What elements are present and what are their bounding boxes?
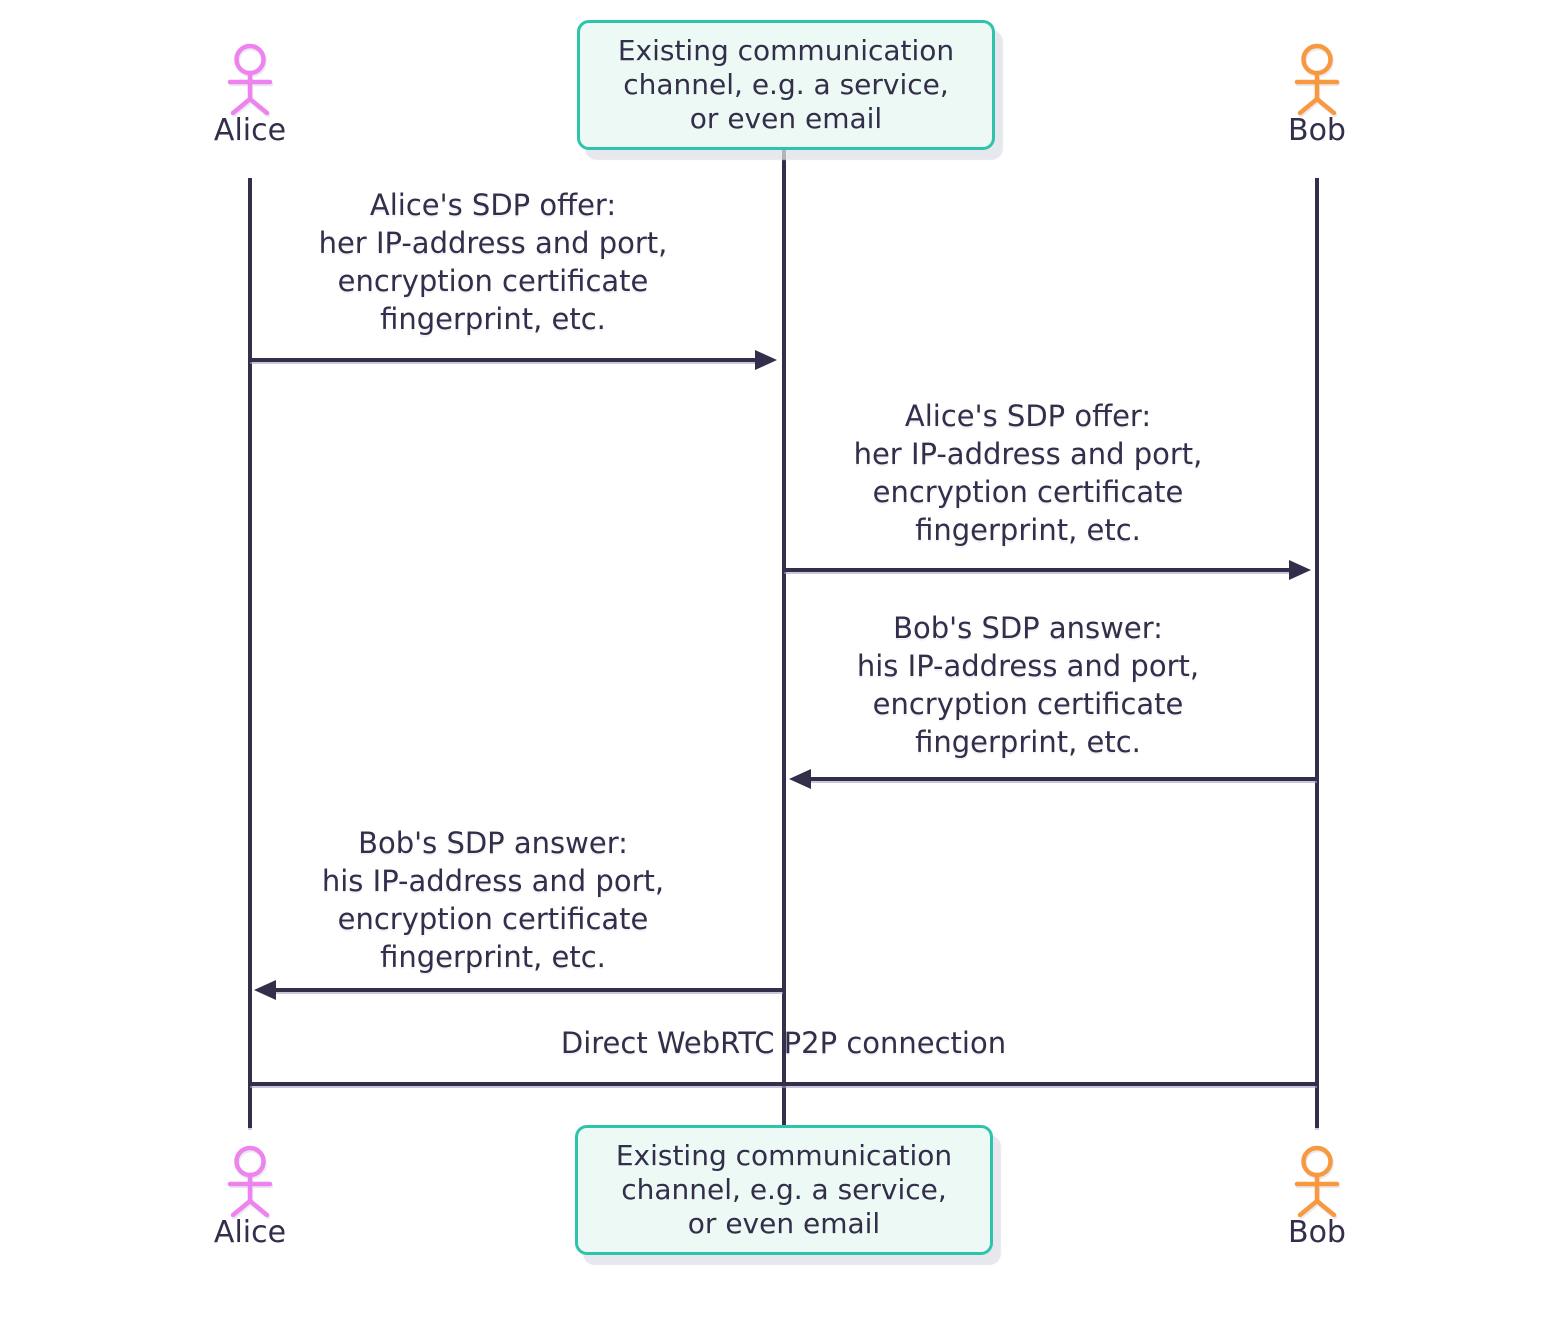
message-1-line [250,358,755,362]
note-existing-channel-top: Existing communication channel, e.g. a s… [577,20,995,150]
message-3-label: Bob's SDP answer: his IP-address and por… [856,611,1200,759]
message-4-line [276,988,783,992]
actor-alice-top-label: Alice [213,113,287,148]
note-existing-channel-top-text: Existing communication channel, e.g. a s… [617,34,955,135]
message-3-line [811,777,1317,781]
note-existing-channel-bottom-text: Existing communication channel, e.g. a s… [615,1139,953,1240]
message-4-label: Bob's SDP answer: his IP-address and por… [321,826,665,974]
lifeline-alice [248,178,252,1128]
person-icon [227,43,273,115]
message-2-line [784,568,1289,572]
message-5-line [250,1082,1317,1086]
message-5-label: Direct WebRTC P2P connection [560,1026,1007,1060]
note-existing-channel-bottom: Existing communication channel, e.g. a s… [575,1125,993,1255]
arrowhead-right-icon [1289,560,1311,580]
person-icon [227,1145,273,1217]
arrowhead-left-icon [254,980,276,1000]
person-icon [1294,43,1340,115]
message-2-label: Alice's SDP offer: her IP-address and po… [853,399,1203,547]
arrowhead-left-icon [789,769,811,789]
actor-alice-bottom-label: Alice [213,1215,287,1250]
lifeline-bob [1315,178,1319,1128]
actor-bob-bottom-label: Bob [1288,1215,1346,1250]
person-icon [1294,1145,1340,1217]
message-1-label: Alice's SDP offer: her IP-address and po… [318,188,668,336]
actor-bob-top-label: Bob [1288,113,1346,148]
lifeline-channel [782,150,786,1125]
arrowhead-right-icon [755,350,777,370]
